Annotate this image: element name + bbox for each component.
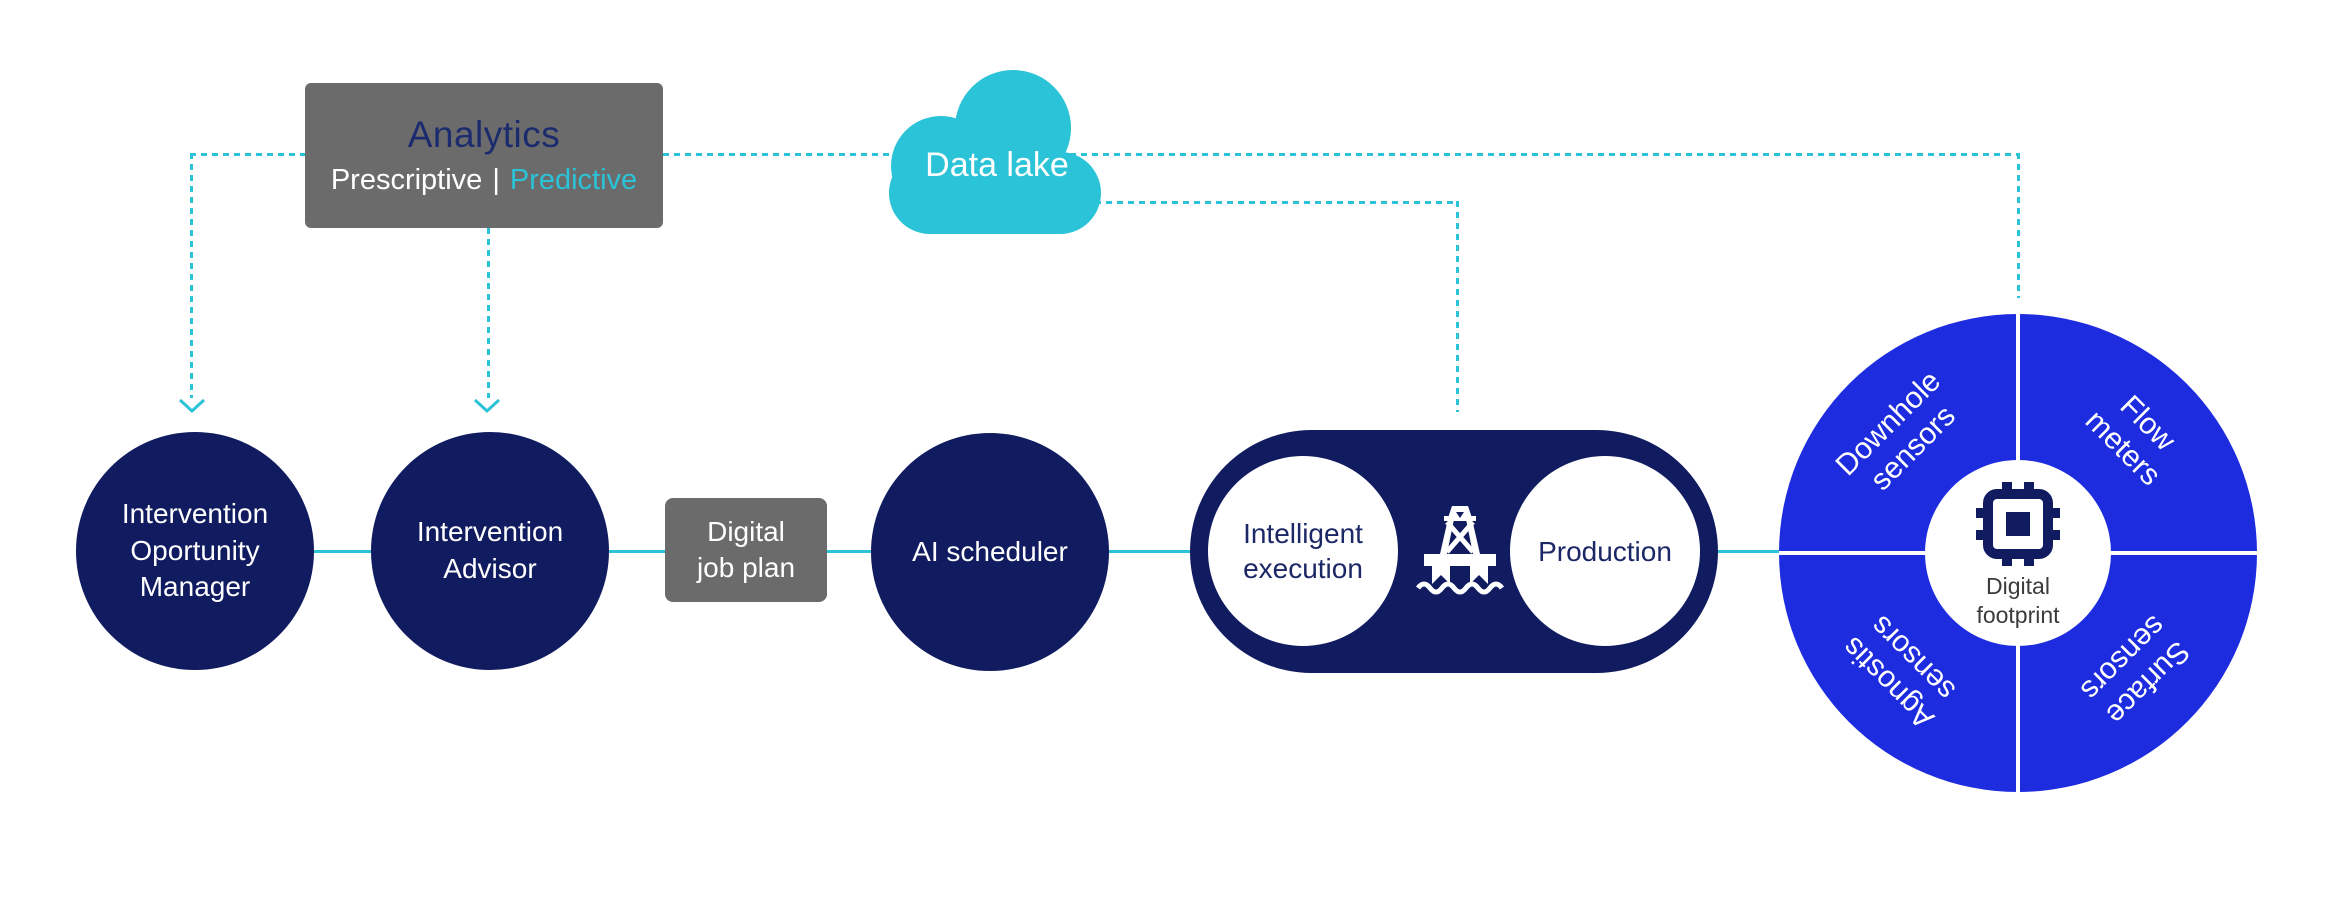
data-lake-node: Data lake: [881, 64, 1113, 234]
node-intervention-advisor: Intervention Advisor: [371, 432, 609, 670]
oil-rig-icon: [1416, 506, 1504, 595]
node-intelligent-execution: Intelligent execution: [1208, 456, 1398, 646]
cloud-icon: [889, 70, 1101, 234]
digital-job-plan-box: Digital job plan: [665, 498, 827, 602]
node-label: Digital job plan: [696, 515, 796, 583]
execution-production-pill: Intelligent execution Production: [1190, 430, 1718, 673]
node-label: Intervention Advisor: [416, 516, 564, 584]
chip-icon: [1976, 482, 2060, 566]
node-label: AI scheduler: [912, 535, 1068, 567]
connector-datalake-to-pill-dashed: [1040, 201, 1458, 204]
node-production: Production: [1510, 456, 1700, 646]
connector-to-opportunity-manager-dashed: [190, 153, 193, 398]
arrow-down-icon: [473, 398, 501, 414]
analytics-predictive-label: Predictive: [509, 164, 638, 196]
digital-footprint-hub: Digital footprint: [1925, 460, 2111, 646]
node-label: Production: [1538, 535, 1672, 567]
analytics-title: Analytics: [407, 114, 561, 155]
connector-to-intervention-advisor-dashed: [487, 228, 490, 398]
node-intervention-opportunity-manager: Intervention Oportunity Manager: [76, 432, 314, 670]
analytics-prescriptive-label: Prescriptive: [330, 164, 483, 196]
node-ai-scheduler: AI scheduler: [871, 433, 1109, 671]
node-label: Intelligent execution: [1243, 518, 1363, 584]
arrow-down-icon: [178, 398, 206, 414]
sensor-wheel: Downhole sensors Flow meters Agnostis se…: [1779, 314, 2257, 792]
connector-analytics-datalake-dashed: [190, 153, 2019, 156]
node-label: Intervention Oportunity Manager: [121, 497, 269, 603]
analytics-divider: |: [492, 164, 500, 196]
analytics-box: Analytics Prescriptive | Predictive: [305, 83, 663, 228]
connector-down-to-wheel-dashed: [2017, 153, 2020, 298]
data-lake-label: Data lake: [925, 146, 1069, 184]
analytics-subtitle: Prescriptive | Predictive: [331, 164, 637, 197]
digital-footprint-label: Digital footprint: [1976, 573, 2060, 628]
connector-down-to-pill-dashed: [1456, 201, 1459, 412]
